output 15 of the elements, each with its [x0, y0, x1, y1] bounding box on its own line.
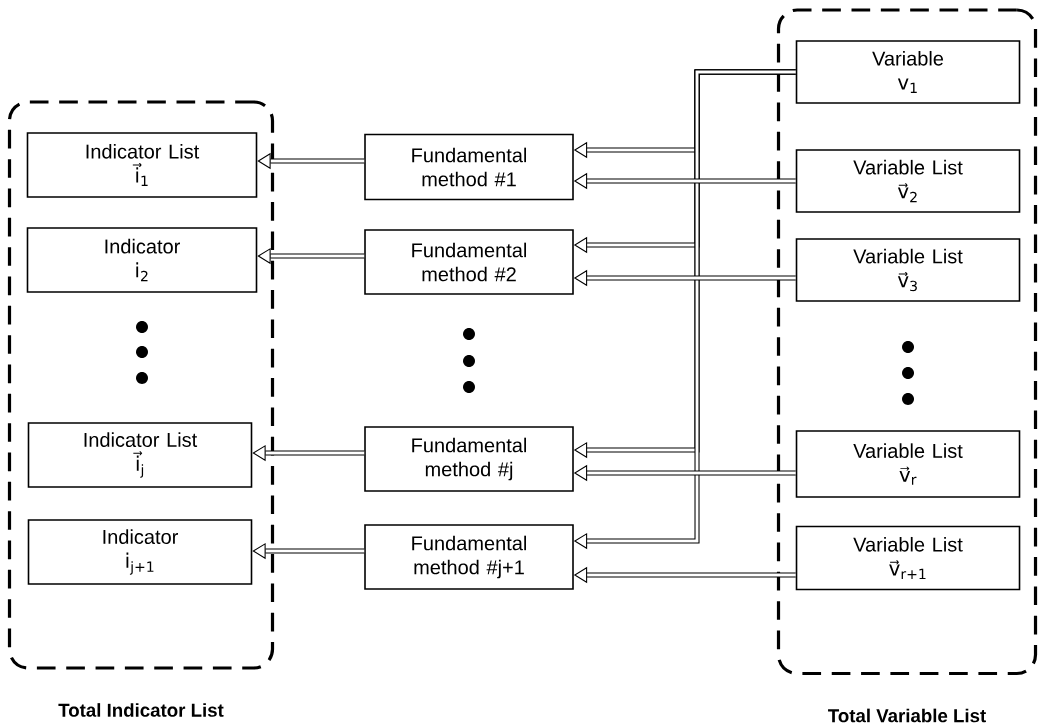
box: Indicator i$_{2}$ [26, 227, 258, 293]
box: Fundamental method #j [364, 426, 574, 492]
node-label: Total Indicator List [58, 703, 224, 717]
box: Variable List v⃗$_{r}$ [795, 430, 1021, 498]
box: Indicator i$_{j+1}$ [27, 519, 253, 585]
box: Variable List v⃗$_{3}$ [795, 238, 1021, 302]
box: Fundamental method #j+1 [364, 524, 574, 590]
box: Variable List v⃗$_{r+1}$ [795, 525, 1021, 591]
box: Fundamental method #2 [364, 229, 574, 295]
node-label: Total Variable List [828, 708, 986, 723]
box: Indicator List i⃗$_{j}$ [27, 422, 253, 488]
box: Indicator List i⃗$_{1}$ [26, 132, 258, 198]
box: Variable List v⃗$_{2}$ [795, 149, 1021, 213]
box: Variable v$_{1}$ [795, 40, 1021, 104]
box: Fundamental method #1 [364, 133, 574, 201]
